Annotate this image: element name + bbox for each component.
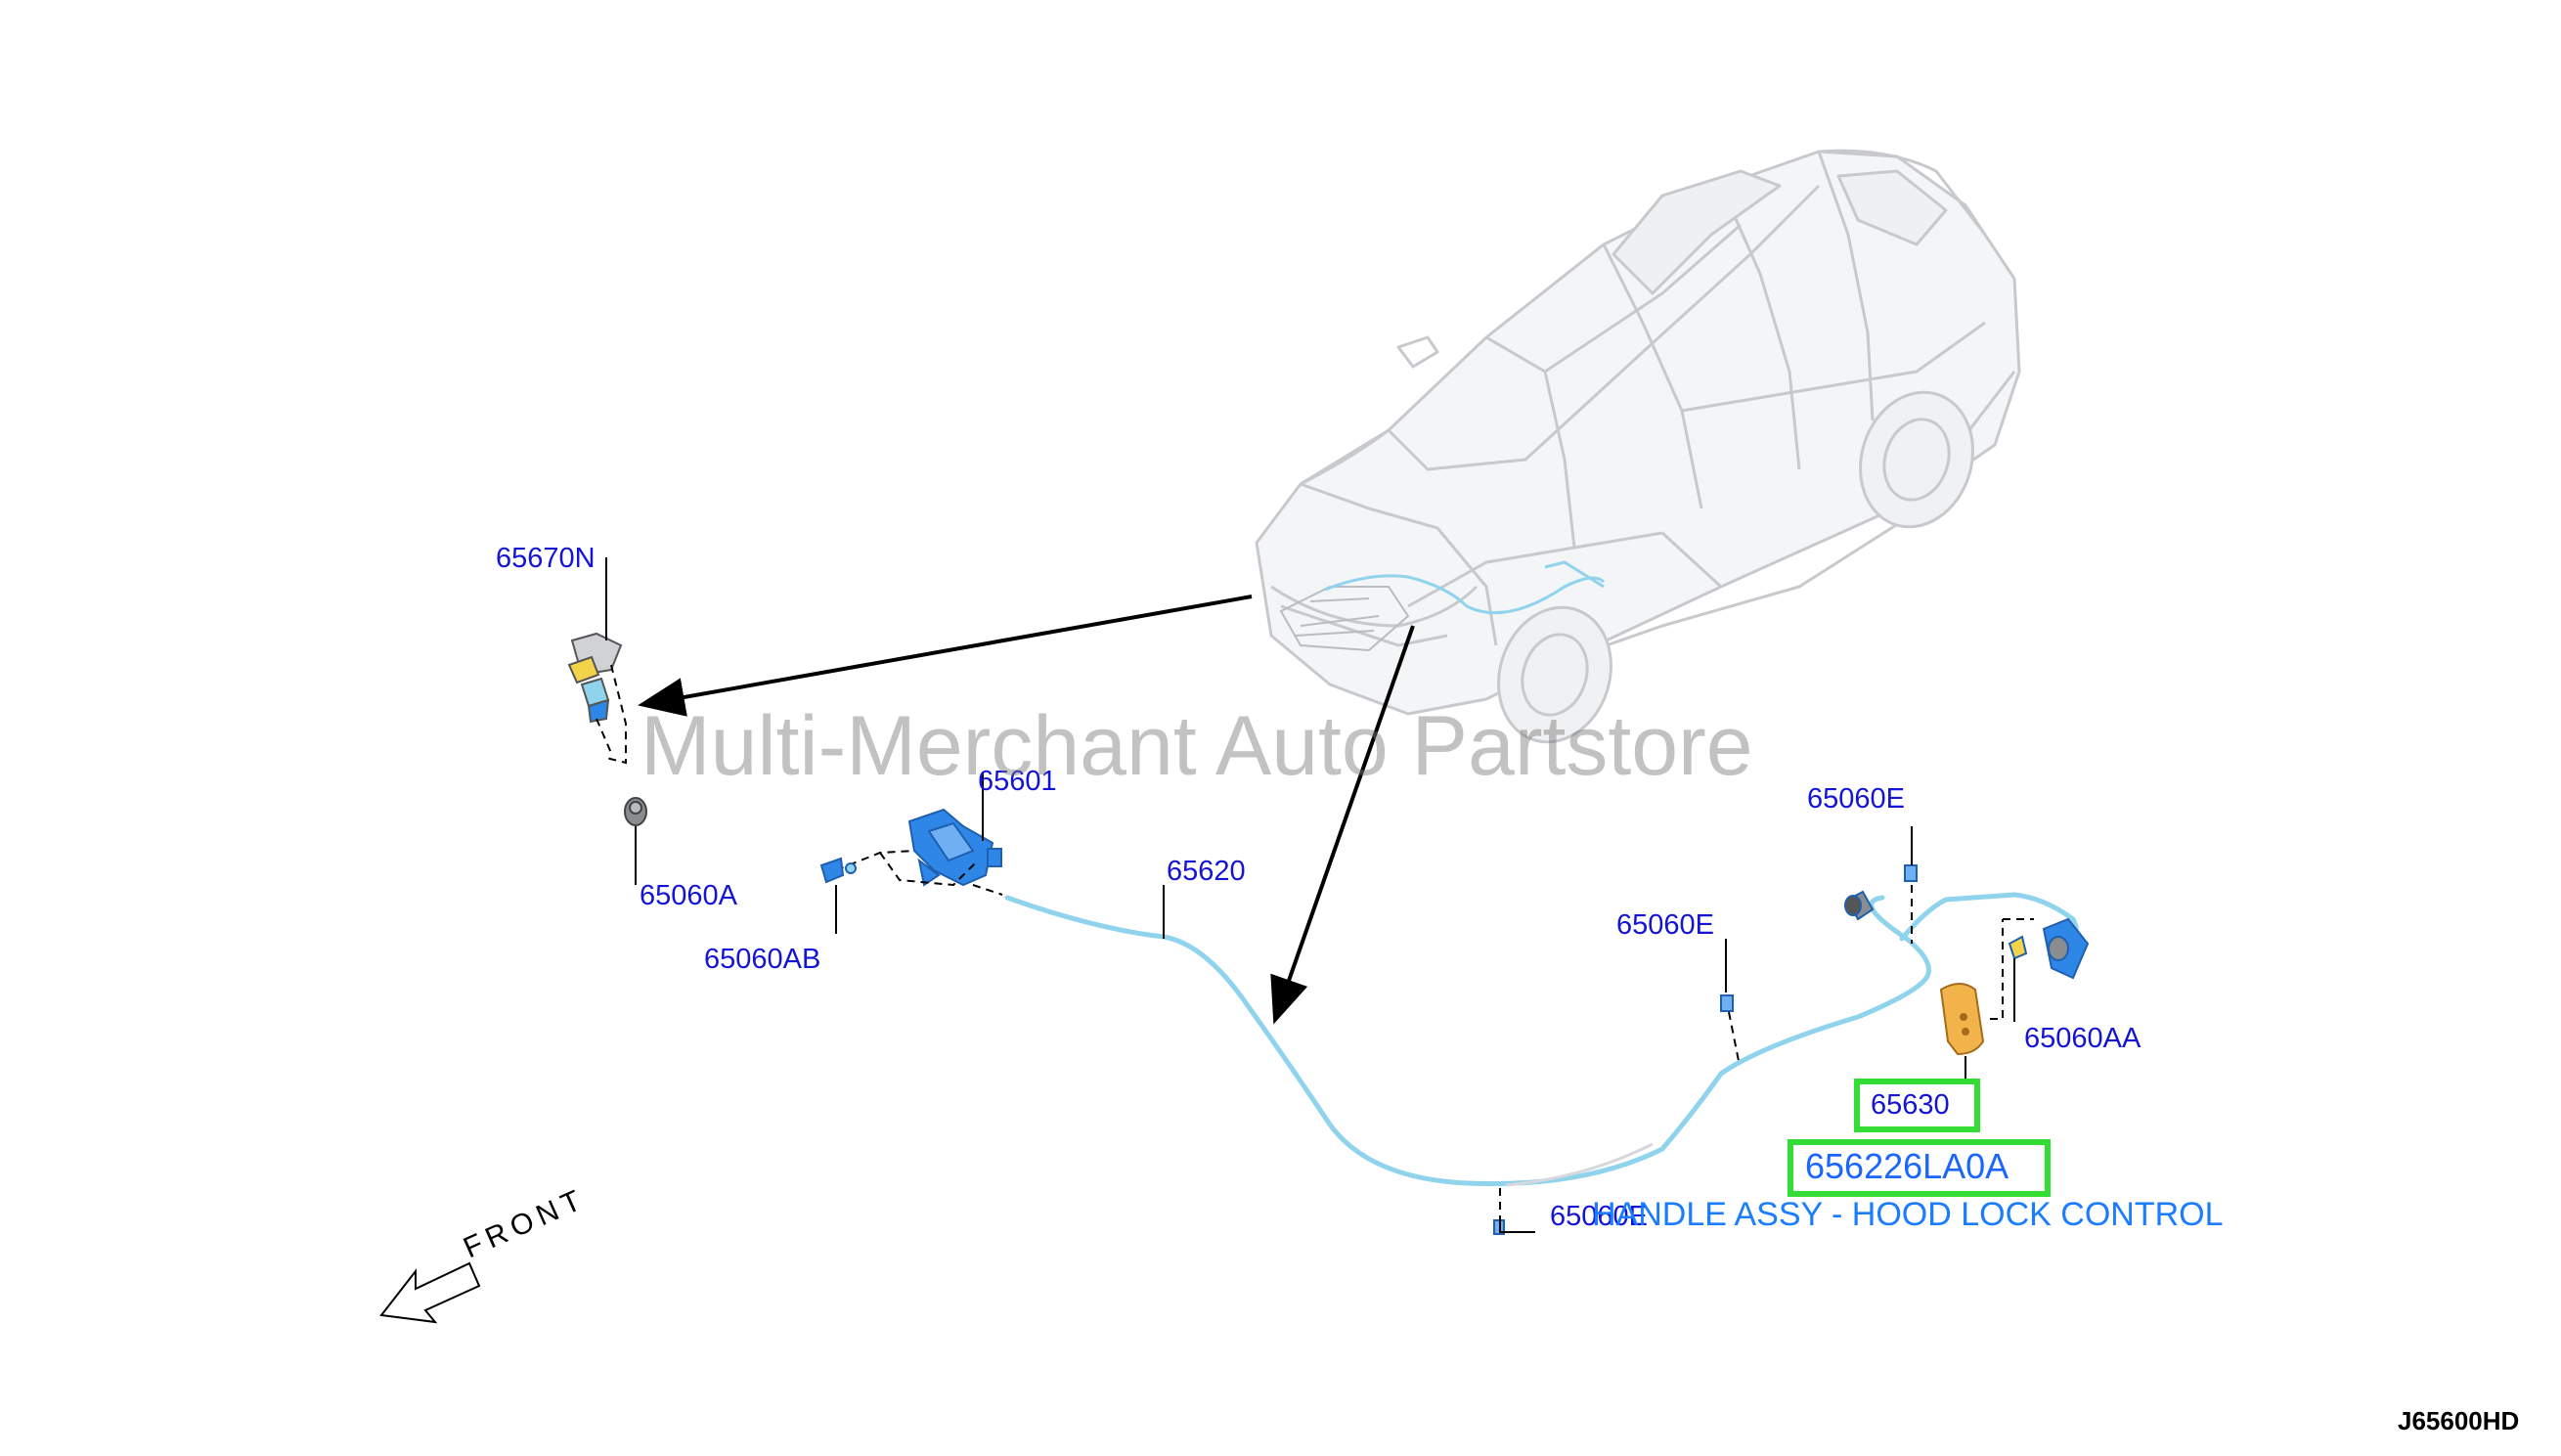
hood-lock-part [907,808,1002,887]
vehicle-outline [1255,149,2021,716]
callout-65060E-top[interactable]: 65060E [1807,783,1905,815]
callout-65060AA[interactable]: 65060AA [2024,1023,2142,1054]
hood-lock-cable-sheath [1505,1142,1654,1187]
part-description: HANDLE ASSY - HOOD LOCK CONTROL [1592,1196,2224,1233]
callout-65060E-bottom[interactable]: 65060E [1550,1201,1648,1232]
callout-65620[interactable]: 65620 [1167,856,1246,887]
callout-65630[interactable]: 65630 [1871,1089,1950,1121]
callout-65060AB[interactable]: 65060AB [704,944,821,975]
part-number[interactable]: 656226LA0A [1805,1146,2009,1186]
hood-stay-leaders [596,557,637,885]
callout-65601[interactable]: 65601 [978,766,1057,797]
clip-65060AB [819,857,857,884]
callout-65060E-mid[interactable]: 65060E [1616,909,1714,941]
release-lever-leaders [2003,918,2034,1022]
clip-leaders [835,772,1913,1233]
callout-65670N[interactable]: 65670N [496,543,596,574]
vehicle-cable-hint [1324,560,1606,615]
pointer-arrows [638,595,1415,1025]
highlight-box-65630 [1854,1079,1980,1132]
front-arrow-icon [379,1261,481,1324]
bolt-65060A [624,797,647,826]
vehicle-wheels [1497,390,1974,744]
highlight-box-part-number [1788,1139,2051,1197]
hood-stay-part [567,632,623,724]
watermark: Multi-Merchant Auto Partstore [640,699,1753,793]
handle-assy-part [1939,983,1985,1056]
release-lever-part [1844,890,2090,980]
callout-65060A[interactable]: 65060A [640,880,737,911]
diagram-code: J65600HD [2398,1406,2520,1435]
